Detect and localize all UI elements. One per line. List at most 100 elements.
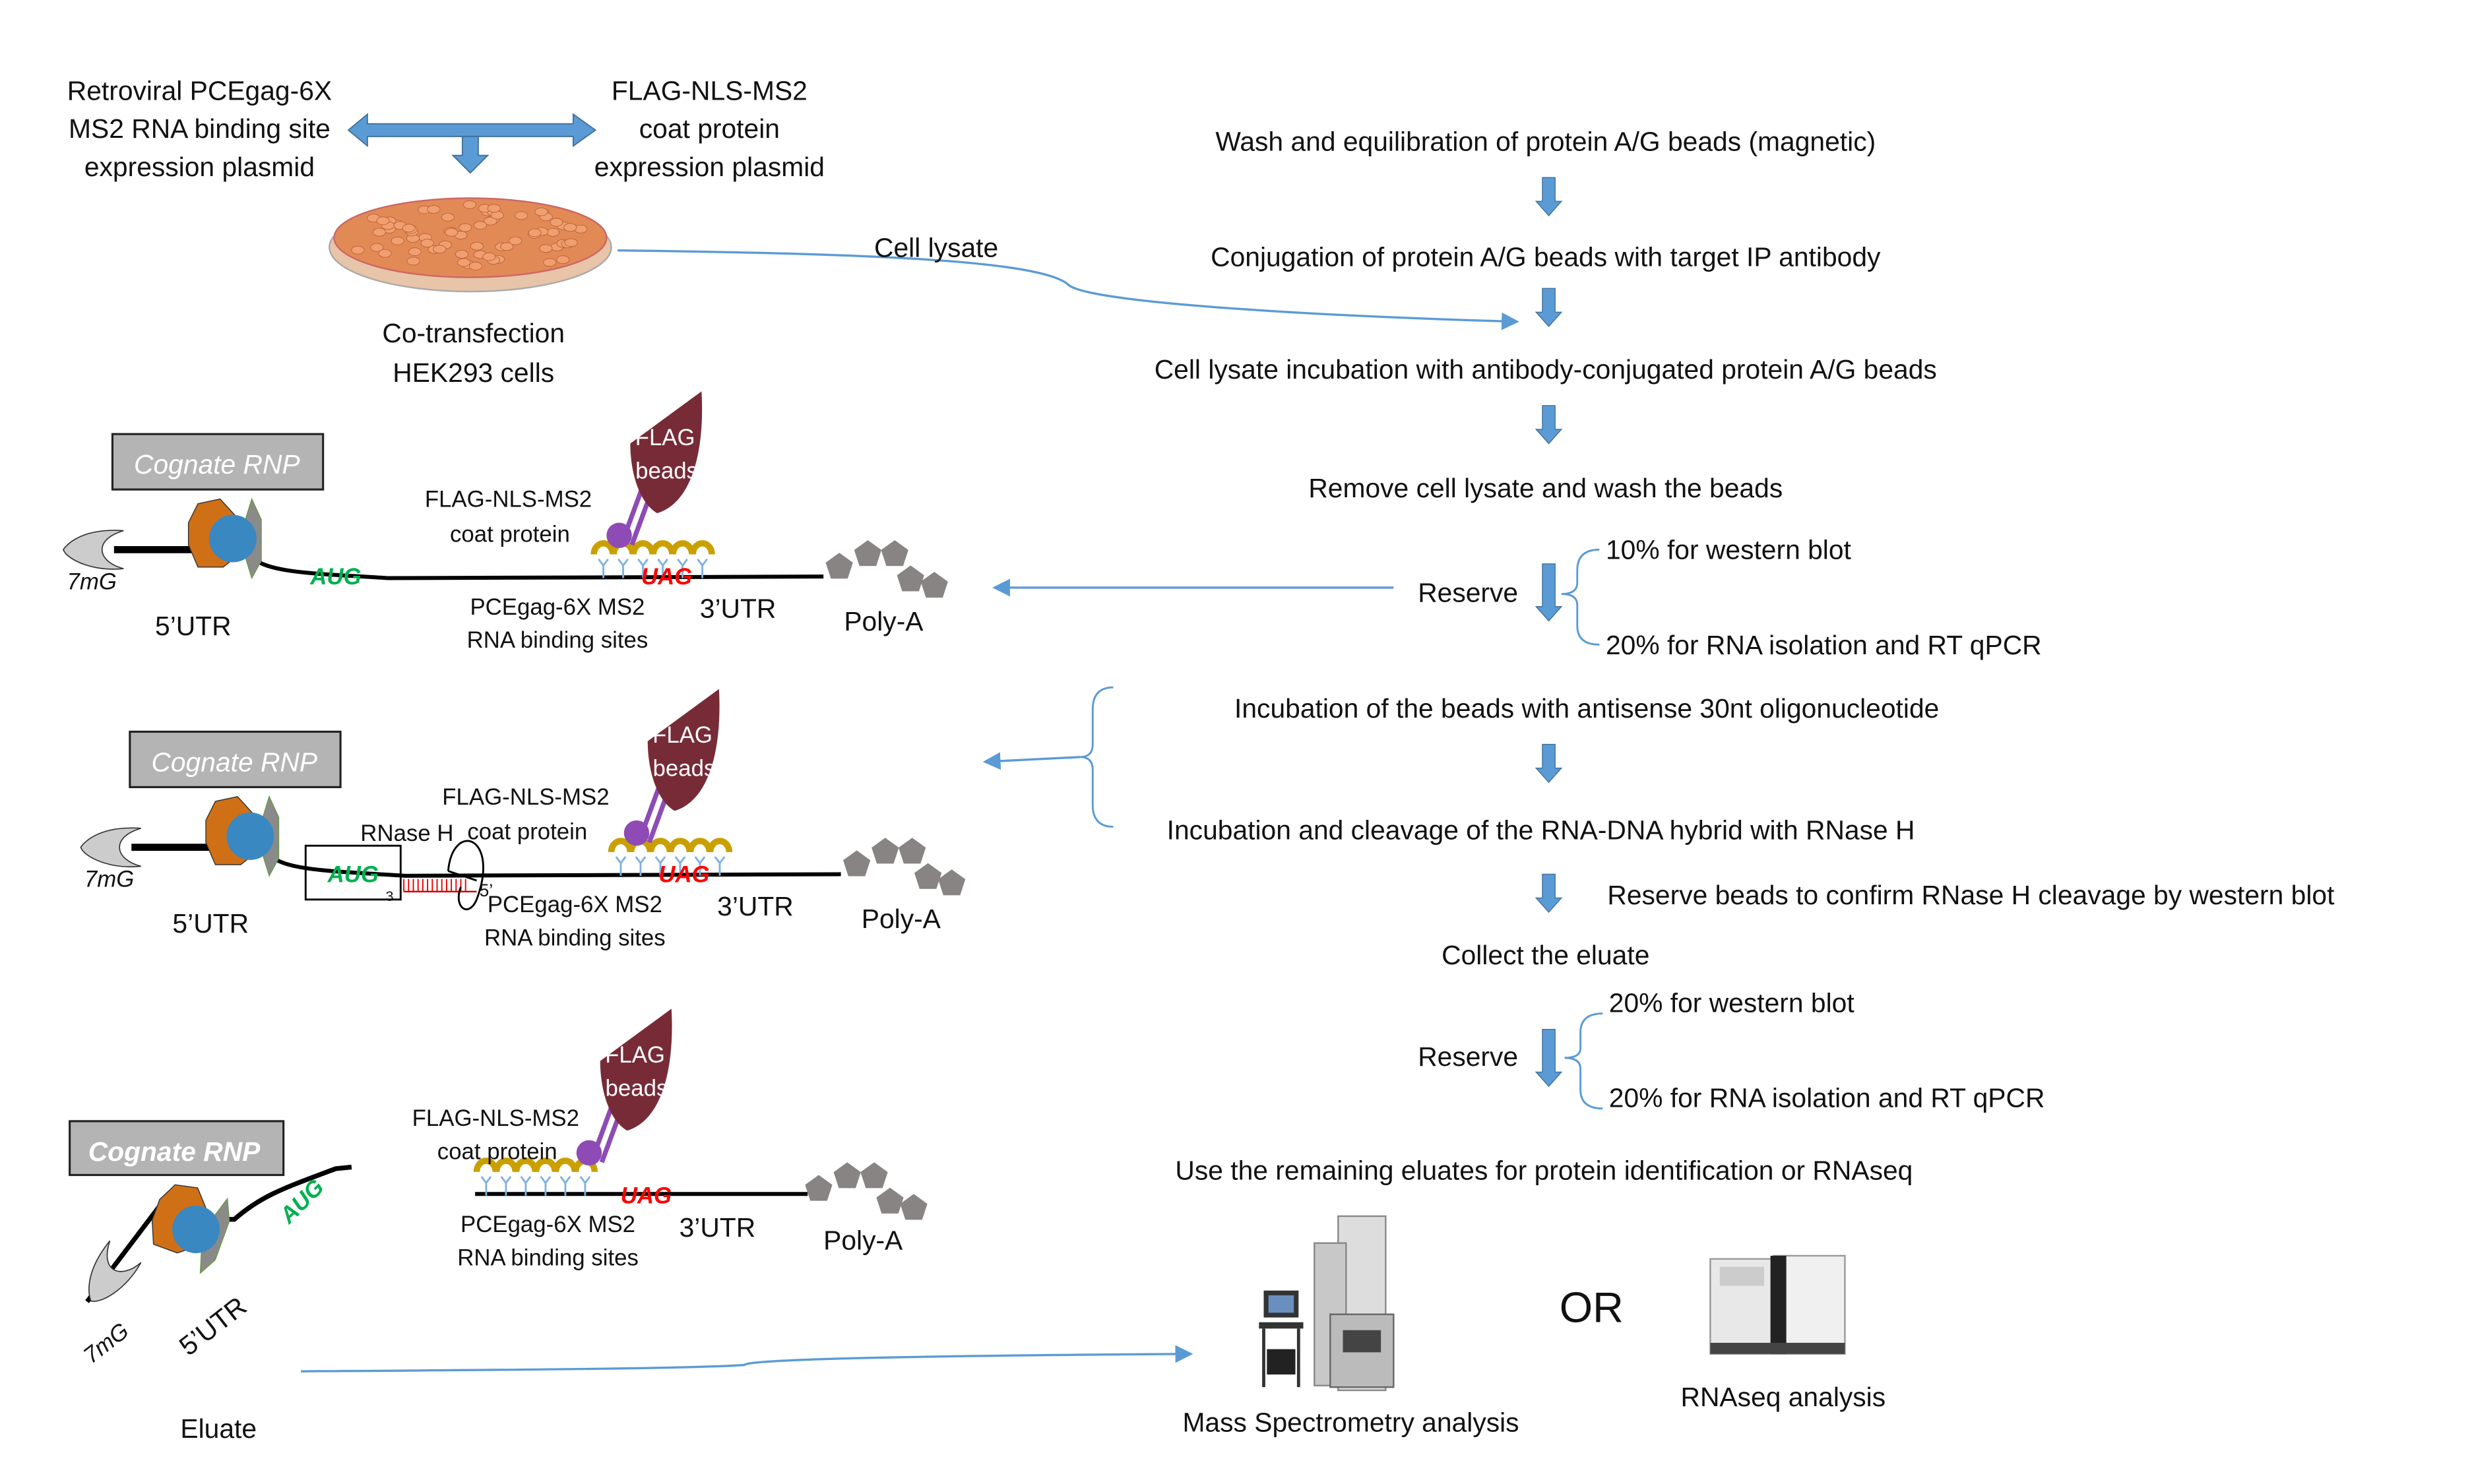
down-arrow-icon <box>1536 745 1561 783</box>
aug-codon: AUG <box>309 564 361 590</box>
step-wash: Wash and equilibration of protein A/G be… <box>1215 126 1876 156</box>
cap-label: 7mG <box>79 1318 133 1369</box>
cell-icon <box>455 250 468 258</box>
reserve-rna-2: 20% for RNA isolation and RT qPCR <box>1609 1082 2045 1113</box>
svg-text:MS2 RNA binding site: MS2 RNA binding site <box>69 113 331 144</box>
poly-a-label: Poly-A <box>823 1225 903 1255</box>
utr5-label: 5’UTR <box>155 611 232 641</box>
uag-codon: UAG <box>621 1183 672 1209</box>
poly-a-icon <box>900 1194 927 1220</box>
poly-a-icon <box>826 553 853 578</box>
ms2-coat-protein-icon <box>671 841 690 852</box>
five-prime-label: 5’ <box>480 881 493 900</box>
ms2-coat-protein-icon <box>653 543 672 555</box>
ribosome-core-icon <box>209 515 257 563</box>
cell-icon <box>463 201 476 208</box>
binding-site-icon <box>636 857 645 876</box>
step-incubation: Cell lysate incubation with antibody-con… <box>1155 354 1937 385</box>
cap-group <box>75 1241 142 1312</box>
poly-a-icon <box>876 1188 903 1214</box>
reserve-western-1: 10% for western blot <box>1606 535 1852 565</box>
step-collect-eluate: Collect the eluate <box>1442 940 1649 970</box>
cell-icon <box>379 249 391 257</box>
poly-a-icon <box>805 1175 832 1201</box>
cognate-rnp-label: Cognate RNP <box>88 1136 261 1167</box>
utr3-label: 3’UTR <box>717 891 794 921</box>
cell-icon <box>469 263 482 270</box>
cognate-rnp-label: Cognate RNP <box>134 449 300 479</box>
brace-icon <box>1080 687 1113 826</box>
svg-text:coat protein: coat protein <box>639 113 780 144</box>
cell-icon <box>515 212 528 220</box>
binding-site-icon <box>598 559 608 578</box>
mass-spec-label: Mass Spectrometry analysis <box>1182 1407 1519 1437</box>
cell-icon <box>535 208 548 216</box>
rnase-h-label: RNase H <box>360 820 453 846</box>
cell-icon <box>540 245 552 253</box>
ribosome-core-icon <box>226 813 274 860</box>
poly-a-icon <box>834 1162 861 1188</box>
binding-sites-label: PCEgag-6X MS2 <box>460 1212 635 1237</box>
uag-codon: UAG <box>658 861 709 887</box>
binding-sites-label: PCEgag-6X MS2 <box>470 594 645 620</box>
brace-icon <box>1565 1014 1603 1109</box>
flag-label: FLAG <box>635 425 695 450</box>
antibody-icon <box>624 820 649 846</box>
step-antisense: Incubation of the beads with antisense 3… <box>1234 693 1939 724</box>
svg-text:expression plasmid: expression plasmid <box>594 152 825 182</box>
sequencer-icon <box>1710 1256 1845 1354</box>
down-arrow-icon <box>1536 406 1561 444</box>
utr5-label: 5’UTR <box>172 908 249 939</box>
coat-protein-label: FLAG-NLS-MS2 <box>442 784 609 810</box>
reserve-label-2: Reserve <box>1418 1041 1518 1072</box>
uag-codon: UAG <box>641 564 692 590</box>
reserve-label-1: Reserve <box>1418 578 1518 608</box>
ms2-coat-protein-icon <box>693 543 712 555</box>
cap-label: 7mG <box>67 569 117 594</box>
poly-a-icon <box>843 850 870 876</box>
down-arrow-icon <box>453 137 488 173</box>
step-remaining: Use the remaining eluates for protein id… <box>1175 1156 1913 1186</box>
ms2-coat-protein-icon <box>594 543 613 555</box>
svg-text:expression plasmid: expression plasmid <box>84 152 315 182</box>
cell-icon <box>528 229 541 237</box>
poly-a-icon <box>914 863 941 889</box>
binding-sites-label: RNA binding sites <box>467 627 649 653</box>
poly-a-icon <box>938 869 965 895</box>
cell-lysate-label: Cell lysate <box>874 232 998 263</box>
coat-protein-label: coat protein <box>437 1139 557 1165</box>
binding-sites-label: PCEgag-6X MS2 <box>488 892 662 917</box>
cell-icon <box>544 259 556 266</box>
poly-a-label: Poly-A <box>844 606 924 636</box>
cell-icon <box>428 205 440 213</box>
step-cleavage: Incubation and cleavage of the RNA-DNA h… <box>1167 815 1915 846</box>
cell-icon <box>488 204 500 212</box>
rnp-panel-rnaseh: Cognate RNP7mG5’UTRAUGFLAGbeadsUAGFLAG-N… <box>80 689 965 951</box>
cell-icon <box>564 224 577 232</box>
rnp-panel-eluate: Cognate RNP7mG5’UTRAUGFLAGbeadsUAGFLAG-N… <box>70 1008 928 1444</box>
plasmid-left-label: Retroviral PCEgag-6X MS2 RNA binding sit… <box>67 76 332 182</box>
cell-icon <box>550 218 563 226</box>
brace-icon <box>1562 549 1600 644</box>
reserve-rna-1: 20% for RNA isolation and RT qPCR <box>1606 630 2042 660</box>
cell-icon <box>501 243 513 251</box>
ms2-coat-protein-icon <box>612 841 631 852</box>
step-remove-lysate: Remove cell lysate and wash the beads <box>1308 473 1783 503</box>
svg-text:HEK293 cells: HEK293 cells <box>393 357 554 388</box>
poly-a-icon <box>854 540 881 566</box>
aug-codon: AUG <box>327 861 379 887</box>
down-arrow-icon <box>1536 177 1561 216</box>
cell-icon <box>470 242 483 250</box>
ms2-coat-protein-icon <box>651 841 670 852</box>
cell-icon <box>547 228 559 236</box>
down-arrow-icon <box>1536 874 1561 912</box>
cell-icon <box>459 224 472 232</box>
utr3-label: 3’UTR <box>680 1212 756 1243</box>
cell-icon <box>557 256 569 264</box>
poly-a-label: Poly-A <box>862 904 941 934</box>
cognate-rnp-label: Cognate RNP <box>151 747 317 777</box>
utr3-label: 3’UTR <box>700 594 776 624</box>
cells-label: Co-transfection HEK293 cells <box>382 318 565 388</box>
beads-label: beads <box>606 1075 668 1101</box>
down-arrow-icon <box>1536 1030 1561 1086</box>
